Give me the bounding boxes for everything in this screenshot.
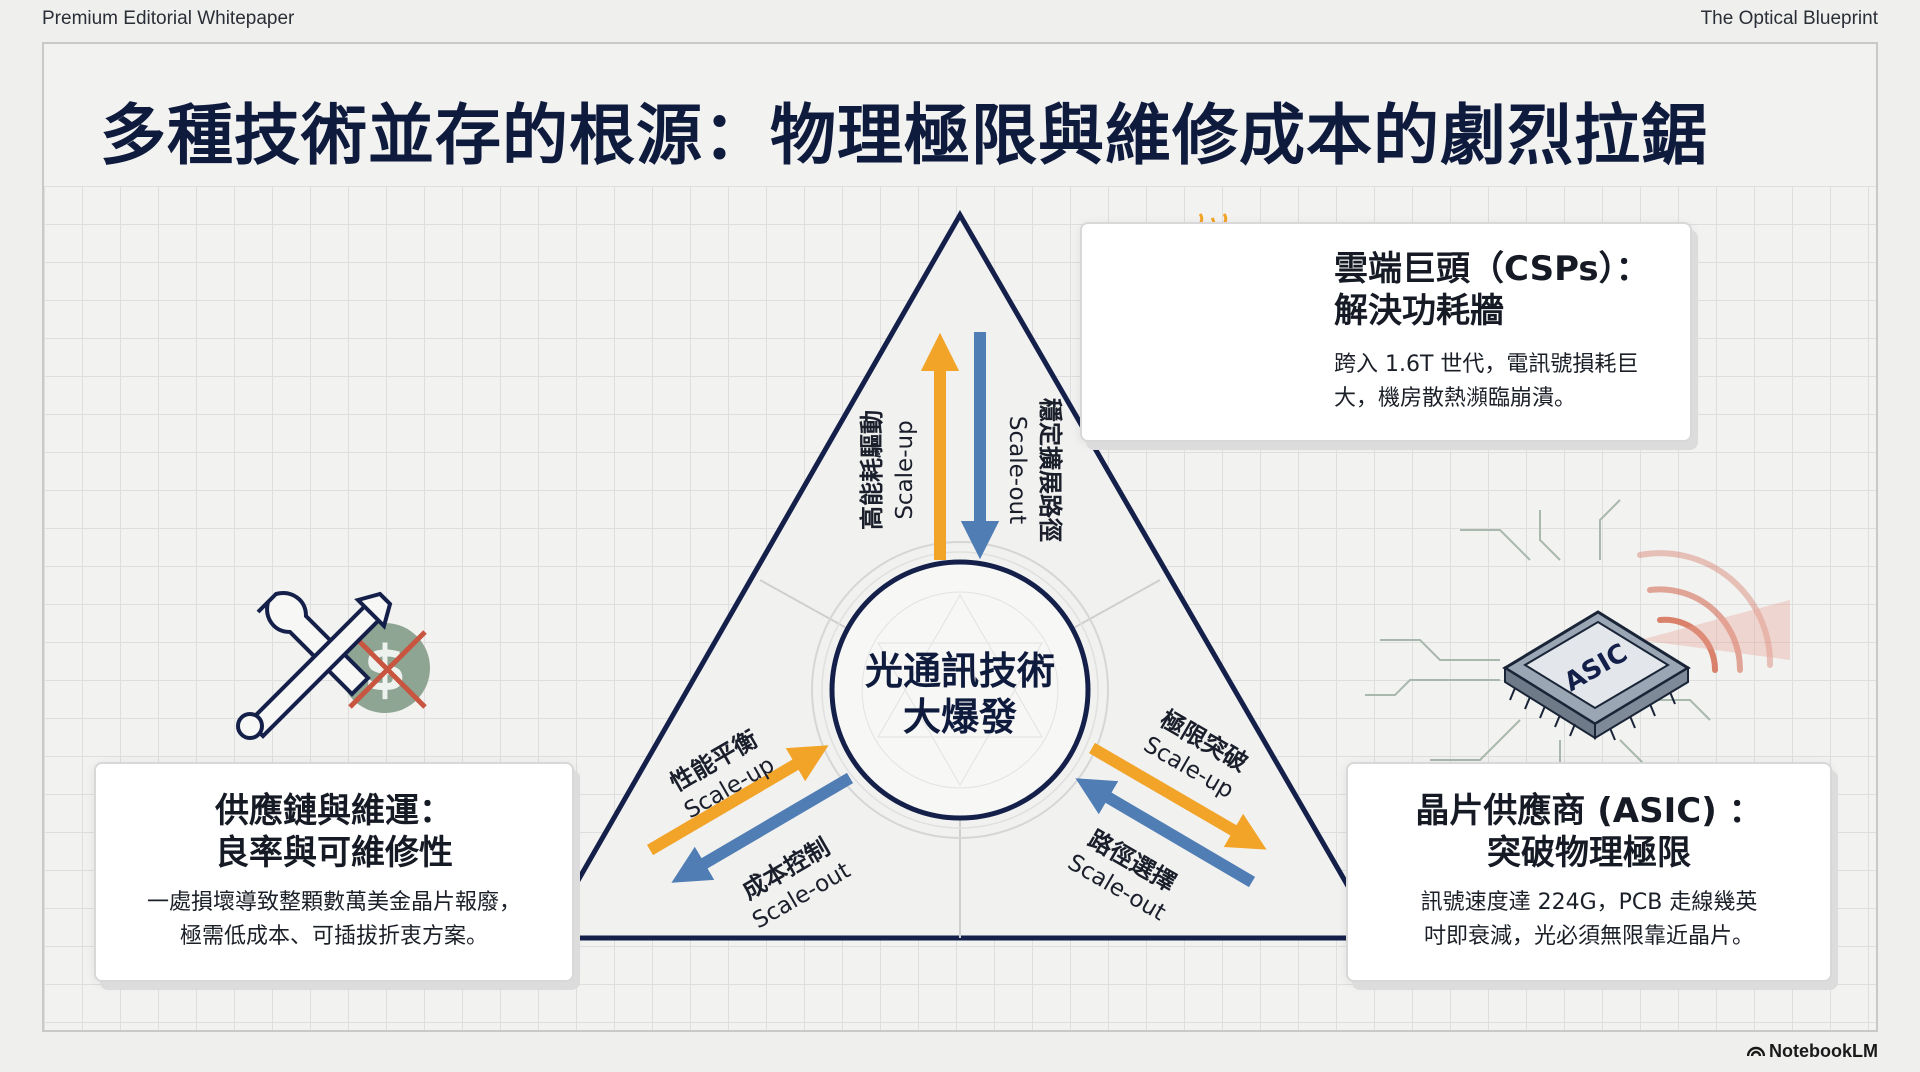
outer-ring [811, 541, 1109, 839]
mid-ring [821, 551, 1099, 829]
card-asic-text: 訊號速度達 224G，PCB 走線幾英 吋即衰減，光必須無限靠近晶片。 [1420, 890, 1758, 949]
header-right: The Optical Blueprint [1700, 8, 1878, 29]
card-asic: 晶片供應商 (ASIC) ： 突破物理極限 訊號速度達 224G，PCB 走線幾… [1346, 762, 1832, 982]
center-label: 光通訊技術 大爆發 [864, 649, 1055, 739]
label-top-down-en: Scale-out [1004, 416, 1030, 524]
signal-waves-icon [1637, 550, 1790, 673]
center-circle [829, 559, 1091, 821]
label-top-down-zh: 穩定擴展路徑 [1036, 398, 1064, 542]
card-csps: 雲端巨頭（CSPs）： 解決功耗牆 跨入 1.6T 世代，電訊號損耗巨 大，機房… [1080, 222, 1692, 442]
notebooklm-logo-icon [1746, 1041, 1766, 1062]
page-title: 多種技術並存的根源：物理極限與維修成本的劇烈拉鋸 [100, 97, 1708, 174]
wrench-screwdriver-icon: $ [236, 591, 430, 740]
card-csps-title: 雲端巨頭（CSPs）： 解決功耗牆 [1334, 249, 1650, 331]
brand-name: NotebookLM [1769, 1041, 1878, 1061]
center-pattern [861, 591, 1059, 789]
card-asic-title: 晶片供應商 (ASIC) ： 突破物理極限 [1415, 791, 1763, 873]
arrow-right-down [1075, 778, 1256, 888]
label-top-up-en: Scale-up [892, 420, 918, 519]
asic-chip-icon: ASIC [1365, 499, 1790, 790]
arrow-left-up [646, 745, 829, 856]
header-left: Premium Editorial Whitepaper [42, 8, 295, 29]
card-supply-text: 一處損壞導致整顆數萬美金晶片報廢， 極需低成本、可插拔折衷方案。 [146, 890, 521, 949]
arrow-left-down [671, 772, 854, 883]
arrow-right-up [1088, 742, 1267, 850]
card-supply-title: 供應鏈與維運： 良率與可維修性 [215, 791, 453, 873]
brand-logo: NotebookLM [1746, 1041, 1878, 1062]
card-supply-chain: 供應鏈與維運： 良率與可維修性 一處損壞導致整顆數萬美金晶片報廢， 極需低成本、… [94, 762, 574, 982]
label-top-up-zh: 高能耗驅動 [858, 410, 886, 530]
card-csps-text: 跨入 1.6T 世代，電訊號損耗巨 大，機房散熱瀕臨崩潰。 [1334, 352, 1639, 411]
